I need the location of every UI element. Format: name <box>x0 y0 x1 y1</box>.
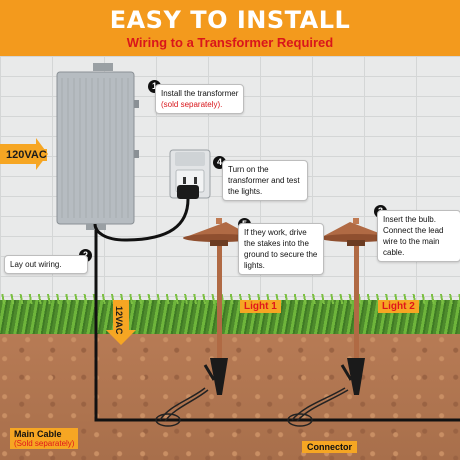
output-arrow <box>106 300 136 345</box>
step-1-note: (sold separately). <box>161 100 223 109</box>
page-subtitle: Wiring to a Transformer Required <box>126 35 334 50</box>
step-1-text: Install the transformer <box>161 89 239 98</box>
step-3-callout: Insert the bulb. Connect the lead wire t… <box>377 210 460 262</box>
step-3-text: Insert the bulb. Connect the lead wire t… <box>383 215 444 257</box>
outlet <box>169 149 211 199</box>
page-title: EASY TO INSTALL <box>109 6 351 34</box>
input-voltage-label: 120VAC <box>6 149 47 161</box>
main-cable-caption: Main Cable (Sold separately) <box>10 428 79 449</box>
light-2-label: Light 2 <box>378 300 419 313</box>
step-4-text: Turn on the transformer and test the lig… <box>228 165 300 196</box>
main-cable-label: Main Cable <box>14 429 62 439</box>
main-cable-note: (Sold separately) <box>14 439 75 448</box>
connector-label: Connector <box>302 441 357 453</box>
output-voltage-label: 12VAC <box>114 306 124 335</box>
header-banner: EASY TO INSTALL Wiring to a Transformer … <box>0 0 460 56</box>
grass-blades <box>0 294 460 304</box>
step-2-callout: Lay out wiring. <box>4 255 88 274</box>
light-1-label: Light 1 <box>240 300 281 313</box>
path-light-1 <box>183 218 255 395</box>
connector-2 <box>287 387 349 427</box>
step-5-text: If they work, drive the stakes into the … <box>244 228 318 270</box>
transformer <box>56 63 139 230</box>
step-2-text: Lay out wiring. <box>10 260 62 269</box>
path-light-2 <box>320 218 392 395</box>
step-5-callout: If they work, drive the stakes into the … <box>238 223 324 275</box>
step-1-callout: Install the transformer (sold separately… <box>155 84 245 114</box>
step-4-callout: Turn on the transformer and test the lig… <box>222 160 308 201</box>
connector-1 <box>155 387 209 427</box>
